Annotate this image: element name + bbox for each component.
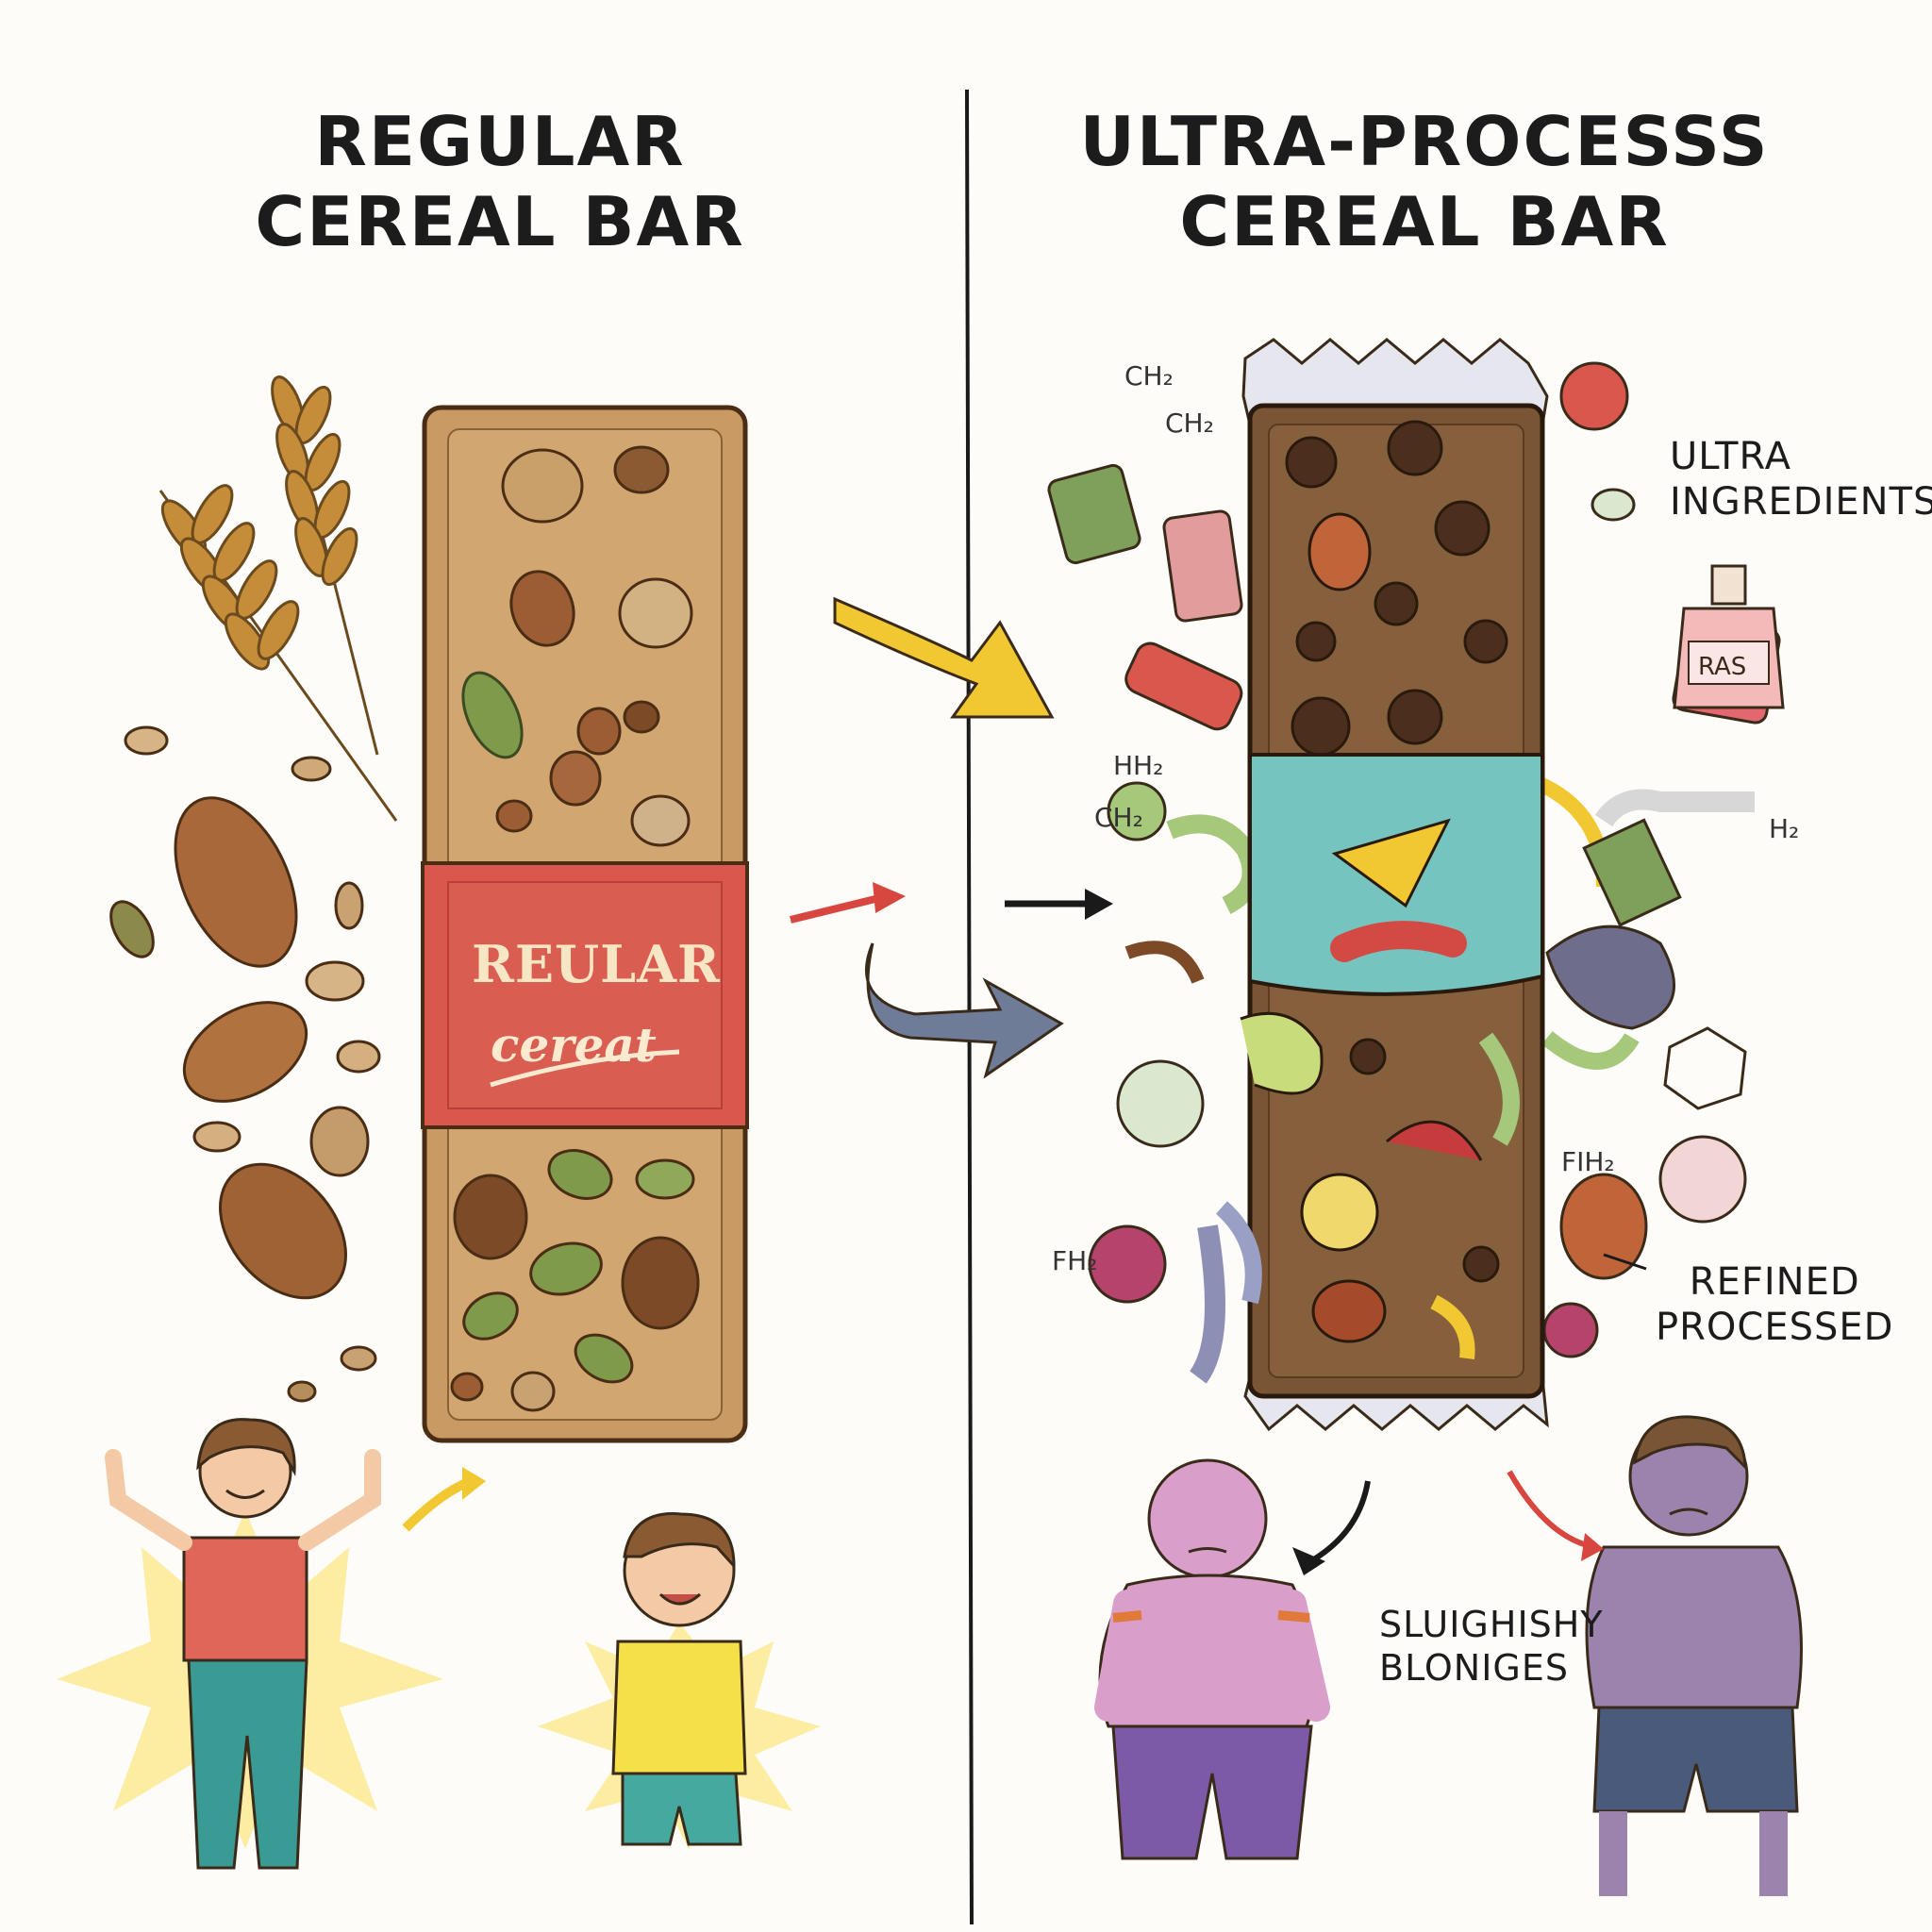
wrapper-brand-label: REULAR xyxy=(472,934,721,994)
bottle-ras-icon xyxy=(1673,564,1785,709)
almond-icon xyxy=(219,1162,347,1300)
chem-formula: CH₂ xyxy=(1094,802,1143,833)
ultra-processed-cereal-bar xyxy=(1215,338,1549,1432)
bottle-icon xyxy=(1162,509,1243,623)
red-arrowhead-icon xyxy=(1581,1533,1604,1561)
chem-formula: HH₂ xyxy=(1113,750,1164,781)
refined-line2: PROCESSED xyxy=(1656,1306,1894,1349)
chemical-flask-icon xyxy=(1658,1135,1747,1224)
sluggish-person-pink xyxy=(1094,1458,1330,1860)
seed-icon xyxy=(340,1345,377,1372)
refined-processed-label: REFINED PROCESSED xyxy=(1656,1259,1893,1350)
jelly-bean-icon xyxy=(1559,1173,1648,1280)
nuts-seeds-group xyxy=(109,725,381,1403)
seed-icon xyxy=(309,1106,370,1177)
chem-formula: FIH₂ xyxy=(1561,1146,1615,1177)
pipe-icon xyxy=(1189,1224,1225,1384)
sluggish-line2: BLONIGES xyxy=(1379,1646,1570,1689)
ultra-title-line1: ULTRA-PROCESSS xyxy=(1079,102,1770,181)
pill-icon xyxy=(1591,488,1636,522)
red-arrowhead-icon xyxy=(873,882,906,913)
seed-icon xyxy=(192,1121,242,1153)
ultra-ingredients-label: ULTRA INGREDIENTS xyxy=(1670,434,1932,525)
energetic-woman-figure xyxy=(57,1418,486,1870)
sad-person-purple xyxy=(1585,1415,1803,1896)
blue-curved-arrow-icon xyxy=(864,942,1064,1079)
ultra-label-line1: ULTRA xyxy=(1670,435,1792,478)
blob-icon xyxy=(1542,1302,1599,1358)
black-down-arrow-icon xyxy=(1300,1480,1371,1569)
black-arrowhead-icon xyxy=(1085,889,1113,920)
seed-icon xyxy=(336,1040,381,1074)
ultra-processed-title: ULTRA-PROCESSS CEREAL BAR xyxy=(1066,102,1783,262)
happy-child-figure xyxy=(538,1512,821,1849)
almond-icon xyxy=(182,1001,308,1103)
seed-icon xyxy=(291,756,332,782)
seed-icon xyxy=(334,881,364,930)
red-arrow-icon xyxy=(790,892,888,924)
yellow-arrow-icon xyxy=(833,596,1055,719)
seed-icon xyxy=(287,1380,317,1403)
regular-cereal-bar xyxy=(421,405,749,1443)
worm-icon xyxy=(1166,814,1261,914)
chem-formula: H₂ xyxy=(1769,813,1800,844)
sluggish-label: SLUIGHISHY BLONIGES xyxy=(1379,1604,1604,1690)
box-icon xyxy=(1582,818,1682,927)
regular-title-line2: CEREAL BAR xyxy=(255,181,745,261)
blob-icon xyxy=(1545,924,1675,1030)
flask-icon xyxy=(1088,1224,1167,1304)
chemical-flask-icon xyxy=(1559,361,1629,431)
almond-icon xyxy=(174,796,298,968)
seed-icon xyxy=(109,900,155,958)
seed-icon xyxy=(124,725,169,756)
bottle-label-text: RAS xyxy=(1698,653,1746,681)
worm-icon xyxy=(1124,941,1205,984)
center-divider xyxy=(965,89,974,1925)
wrapper-sub-label: cereat xyxy=(491,1017,657,1073)
black-arrowhead-icon xyxy=(1292,1547,1325,1575)
red-down-arrow-icon xyxy=(1507,1470,1595,1550)
blob-icon xyxy=(1107,781,1167,841)
label-arrow-icon xyxy=(1603,1253,1647,1271)
ultra-title-line2: CEREAL BAR xyxy=(1179,181,1670,261)
ultra-label-line2: INGREDIENTS xyxy=(1670,480,1932,524)
sluggish-line1: SLUIGHISHY xyxy=(1379,1604,1604,1645)
chem-formula: CH₂ xyxy=(1165,408,1214,439)
virus-icon xyxy=(1116,1059,1205,1148)
sausage-icon xyxy=(1330,921,1467,962)
worm-icon xyxy=(1541,1030,1640,1070)
chem-formula: FH₂ xyxy=(1052,1245,1098,1276)
canister-icon xyxy=(1124,641,1243,731)
molecule-icon xyxy=(1663,1026,1747,1110)
regular-title-line1: REGULAR xyxy=(314,102,686,181)
seed-icon xyxy=(305,960,365,1002)
wheat-icon xyxy=(158,375,398,822)
refined-line1: REFINED xyxy=(1689,1260,1860,1304)
triangle-mascot-icon xyxy=(1331,818,1451,908)
regular-bar-title: REGULAR CEREAL BAR xyxy=(198,102,802,262)
pipe-icon xyxy=(1594,789,1755,827)
chem-formula: CH₂ xyxy=(1124,360,1174,391)
jar-icon xyxy=(1047,463,1141,565)
